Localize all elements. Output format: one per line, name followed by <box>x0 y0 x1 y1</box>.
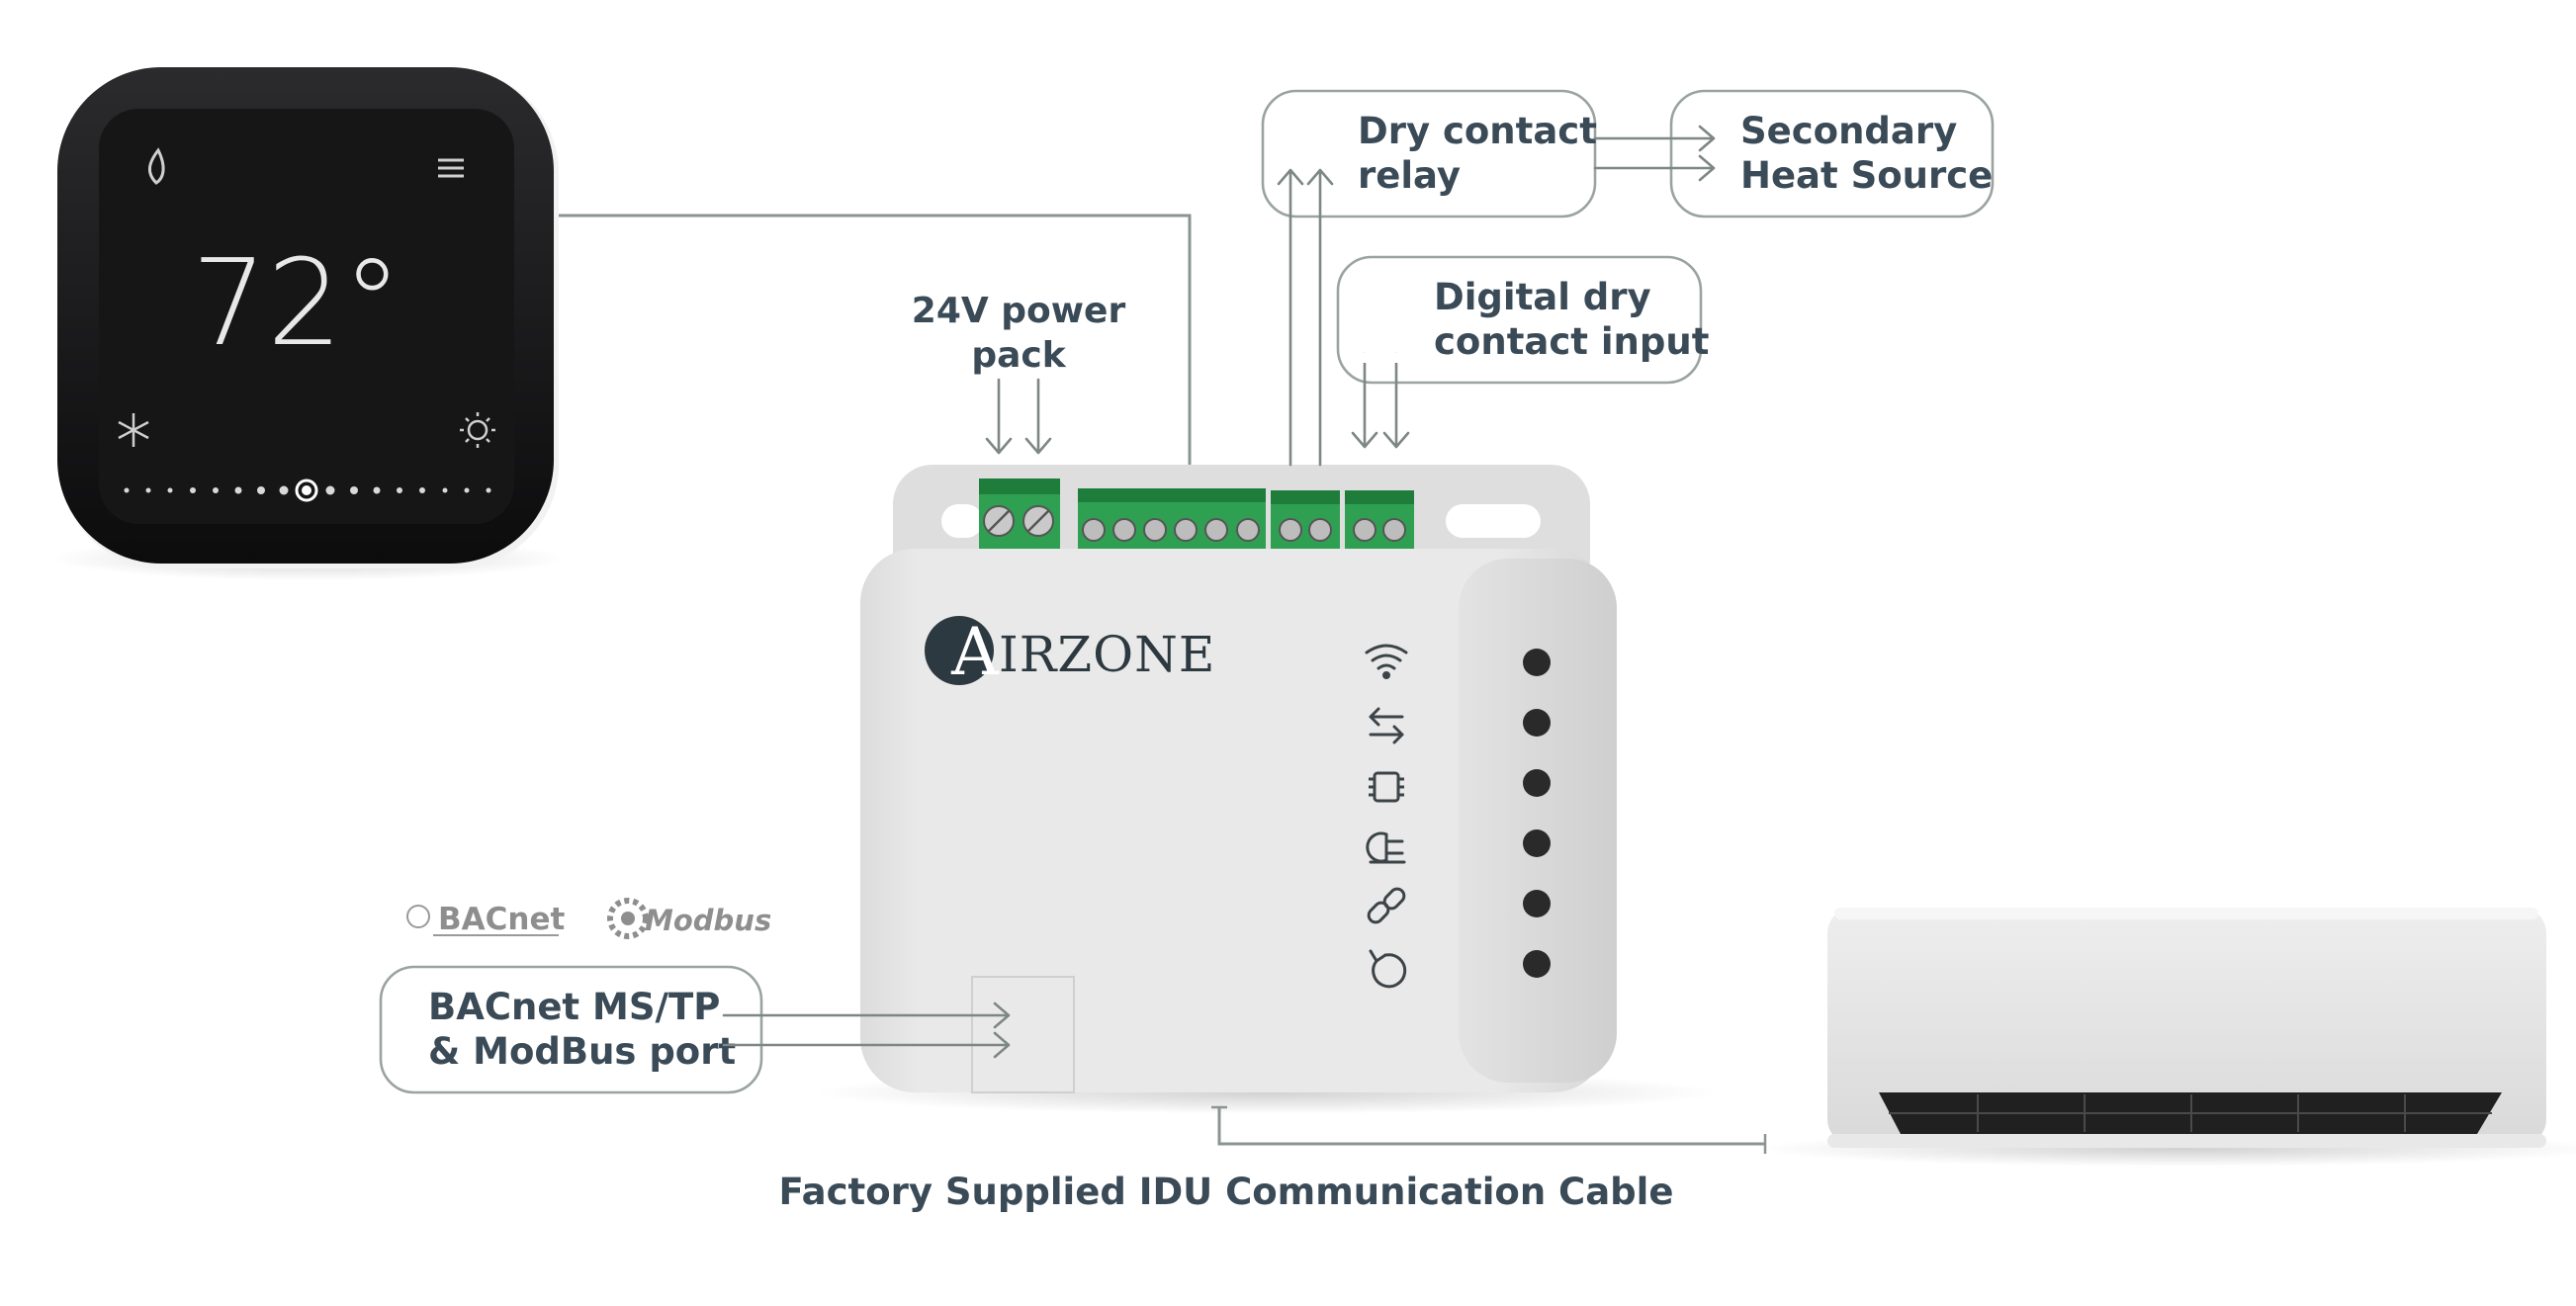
thermostat-temperature: 72° <box>192 235 402 373</box>
bacnet-logo: BACnet <box>406 902 565 937</box>
link-icon <box>1367 887 1406 924</box>
power-label-line1: 24V power <box>912 291 1126 331</box>
heat-box <box>1669 89 1995 218</box>
reset-icon <box>1369 949 1407 989</box>
ac-top-edge <box>1834 908 2538 919</box>
idu-cable: Factory Supplied IDU Communication Cable <box>779 1105 1767 1213</box>
thermostat: 72° <box>51 67 566 580</box>
power-arrow-2 <box>1024 378 1052 455</box>
port-box <box>379 965 763 1094</box>
led-link <box>1523 890 1551 917</box>
heat-label-line1: Secondary <box>1740 110 1957 152</box>
input-arrow-1 <box>1351 352 1378 449</box>
chip-icon <box>1369 771 1404 803</box>
terminal-block-input <box>1345 490 1414 550</box>
power-label-line2: pack <box>971 335 1066 376</box>
callout-dry-contact-relay: Dry contact relay <box>1261 89 1597 467</box>
port-label-line2: & ModBus port <box>428 1030 736 1073</box>
relay-arrow-1 <box>1277 168 1304 467</box>
sun-icon <box>460 412 495 448</box>
led-power <box>1523 829 1551 857</box>
thermostat-wire <box>559 214 1192 465</box>
terminal-block-power <box>979 479 1060 550</box>
mounting-hole-right <box>1446 504 1541 538</box>
mounting-hole-left <box>941 504 983 538</box>
terminal-block-relay <box>1271 490 1340 550</box>
ac-louvers <box>1889 1094 2492 1132</box>
brand-logo-circle <box>925 616 994 685</box>
heat-arrow-1 <box>1593 125 1716 152</box>
menu-icon <box>438 158 464 178</box>
callout-bacnet-port: BACnet MS/TP & ModBus port <box>379 965 1011 1094</box>
callout-secondary-heat-source: Secondary Heat Source <box>1593 89 1995 218</box>
relay-label-line1: Dry contact <box>1358 110 1597 152</box>
port-arrow-1 <box>722 1001 1011 1029</box>
relay-box <box>1261 89 1597 218</box>
brand-name: IRZONE <box>999 626 1215 683</box>
bacnet-logo-text: BACnet <box>438 902 565 937</box>
led-chip <box>1523 769 1551 797</box>
idu-cable-line <box>1217 1107 1765 1146</box>
wifi-icon <box>1365 644 1408 679</box>
ac-body <box>1827 908 2546 1145</box>
modbus-logo: Modbus <box>607 898 771 939</box>
input-box-gap <box>1345 353 1406 363</box>
brand-initial: A <box>950 614 1000 690</box>
idu-cable-label: Factory Supplied IDU Communication Cable <box>779 1171 1674 1213</box>
relay-arrow-2 <box>1306 168 1334 467</box>
transfer-arrows-icon <box>1369 707 1404 744</box>
input-arrow-2 <box>1382 352 1410 449</box>
led-transfer <box>1523 709 1551 737</box>
snowflake-icon <box>118 413 149 447</box>
input-label-line1: Digital dry <box>1434 276 1651 318</box>
relay-label-line2: relay <box>1358 154 1461 197</box>
callout-digital-input: Digital dry contact input <box>1336 255 1709 449</box>
controller-body <box>860 549 1607 1092</box>
input-box <box>1336 255 1703 385</box>
input-label-line2: contact input <box>1434 320 1709 363</box>
port-arrow-2 <box>722 1031 1011 1059</box>
power-plug-icon <box>1366 831 1406 864</box>
power-arrow-1 <box>985 378 1013 455</box>
thermostat-screen <box>99 109 514 524</box>
bacnet-port <box>971 976 1075 1093</box>
modbus-logo-text: Modbus <box>645 904 771 937</box>
terminal-block-idu <box>1078 488 1266 550</box>
heat-label-line2: Heat Source <box>1740 154 1993 197</box>
indoor-ac-unit <box>1755 908 2576 1167</box>
setpoint-dial <box>124 479 491 502</box>
heat-arrow-2 <box>1593 154 1716 182</box>
callout-power-pack: 24V power pack <box>912 291 1126 455</box>
flame-icon <box>148 147 165 185</box>
led-reset <box>1523 950 1551 978</box>
controller-side-panel <box>1459 559 1617 1083</box>
airzone-controller: A IRZONE <box>811 465 1721 1114</box>
status-leds <box>1523 649 1551 978</box>
ac-bottom-lip <box>1827 1134 2546 1148</box>
led-wifi <box>1523 649 1551 676</box>
port-label-line1: BACnet MS/TP <box>428 986 720 1028</box>
